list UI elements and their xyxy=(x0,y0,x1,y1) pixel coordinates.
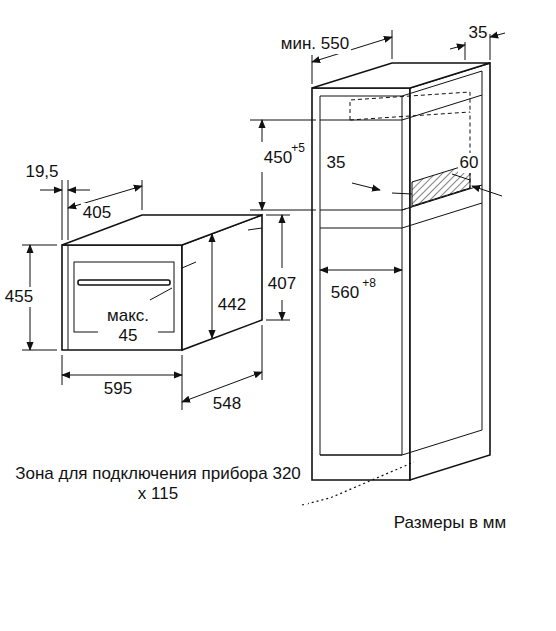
extension-line xyxy=(312,55,313,84)
dimension-line xyxy=(282,215,283,268)
front-panel-edge xyxy=(68,245,69,350)
dimension-line xyxy=(450,45,465,49)
oven-handle xyxy=(78,280,170,285)
dimension-line xyxy=(212,234,213,338)
extension-line xyxy=(62,355,63,385)
cabinet-top xyxy=(312,63,490,88)
dimension-line xyxy=(282,300,283,320)
oven-body xyxy=(62,215,262,350)
dimension-label: 60 xyxy=(458,153,481,173)
shelf-top xyxy=(320,95,482,120)
dimension-label: макс. 45 xyxy=(98,306,158,345)
note: Зона для подключения прибора 320 x 115 xyxy=(8,464,308,503)
cabinet xyxy=(312,63,490,480)
extension-line xyxy=(490,34,491,60)
extension-line xyxy=(62,180,63,240)
dimension-line xyxy=(320,270,402,271)
extension-line xyxy=(392,30,393,59)
cabinet-side xyxy=(410,63,490,480)
oven-dimensions xyxy=(22,180,290,410)
dimension-label: мин. 550 xyxy=(279,34,351,54)
dimension-label: 560 xyxy=(329,283,361,303)
tolerance: +5 xyxy=(291,142,305,156)
dimension-line xyxy=(472,186,502,196)
dimension-line xyxy=(40,190,62,191)
leader-line xyxy=(302,462,414,505)
dashed-outline xyxy=(350,112,470,120)
extension-line xyxy=(266,320,290,321)
cabinet-back-edge xyxy=(402,71,482,430)
dimension-line xyxy=(262,172,263,210)
cabinet-dimensions xyxy=(250,30,505,270)
extension-line xyxy=(22,350,57,351)
side-rail xyxy=(182,262,196,268)
dimension-label: 548 xyxy=(211,394,243,414)
cabinet-front xyxy=(312,88,410,480)
dimension-label: 450 xyxy=(262,148,294,168)
dimension-line xyxy=(352,183,380,190)
plinth-line xyxy=(320,430,482,455)
oven-front xyxy=(62,245,182,350)
shelf-lower xyxy=(320,203,482,228)
dimension-label: 407 xyxy=(266,274,298,294)
extension-line xyxy=(266,215,290,216)
note: Размеры в мм xyxy=(392,513,509,533)
dimension-line xyxy=(490,33,505,37)
dimension-line xyxy=(392,193,412,194)
extension-line xyxy=(22,245,57,246)
dimension-label: 405 xyxy=(81,203,113,223)
extension-line xyxy=(142,180,143,210)
dimension-line xyxy=(262,120,263,142)
dimension-label: 455 xyxy=(3,287,35,307)
dimension-line xyxy=(452,174,470,180)
oven-outline-in-niche xyxy=(350,92,470,210)
leader-line xyxy=(150,288,172,300)
extension-line xyxy=(250,120,316,121)
extension-line xyxy=(68,180,69,240)
cabinet-opening xyxy=(320,96,402,455)
dimension-line xyxy=(62,375,182,376)
dimension-label: 442 xyxy=(216,295,248,315)
extension-line xyxy=(250,210,316,211)
dimension-label: 595 xyxy=(102,379,134,399)
dimension-label: 19,5 xyxy=(23,162,60,182)
dimension-label: 35 xyxy=(325,153,348,173)
dashed-outline xyxy=(350,92,470,120)
side-rail xyxy=(248,228,262,230)
dimension-line xyxy=(68,190,90,191)
dimension-label: 35 xyxy=(467,23,490,43)
tolerance: +8 xyxy=(362,277,376,291)
